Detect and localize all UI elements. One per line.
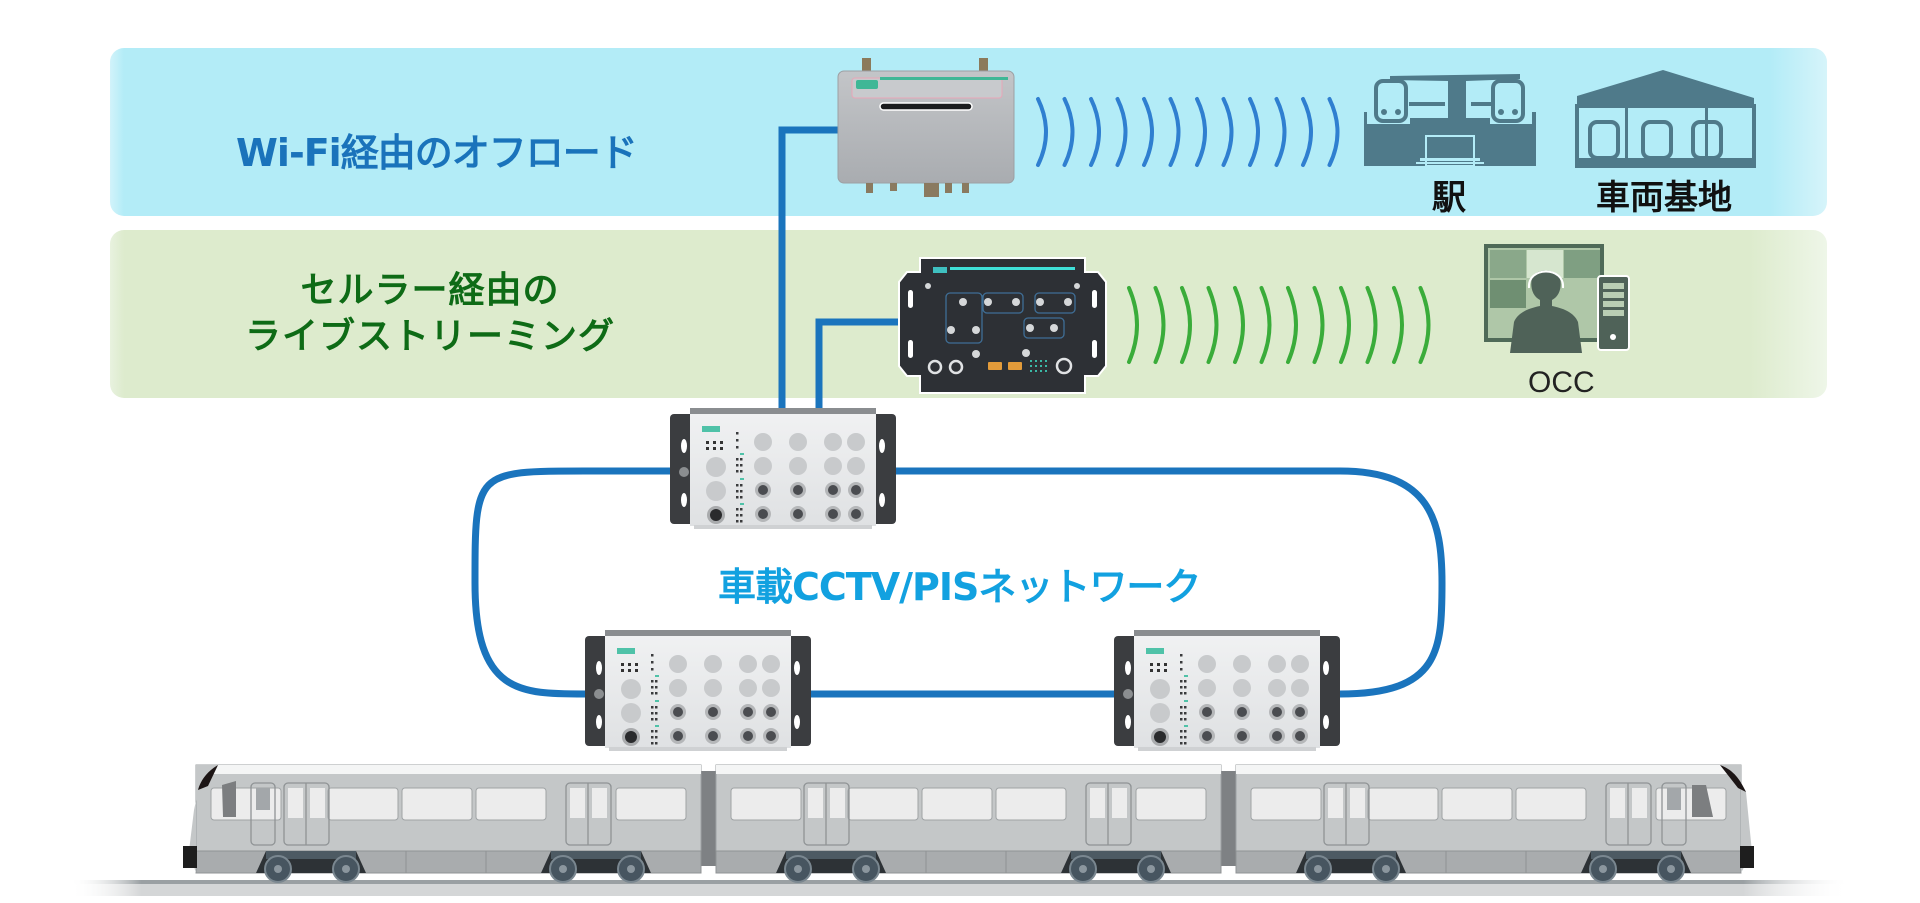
signal-arc <box>1274 97 1287 167</box>
signal-arc <box>1168 97 1181 167</box>
signal-arc <box>1127 286 1139 364</box>
signal-arc <box>1089 97 1101 167</box>
train-car-2 <box>715 764 1222 883</box>
signal-arc <box>1286 286 1298 364</box>
train-depot-icon <box>1575 70 1756 168</box>
cellular-gateway <box>898 257 1107 394</box>
rail-bed <box>70 884 1850 896</box>
signal-arc <box>1312 286 1325 364</box>
occ-label: OCC <box>1528 366 1595 399</box>
onboard-network-label: 車載CCTV/PISネットワーク <box>718 565 1201 609</box>
signal-arc <box>1206 286 1219 364</box>
ethernet-switch-bottom-left <box>585 630 811 751</box>
signal-arc <box>1115 97 1128 167</box>
ethernet-switch-bottom-right <box>1114 630 1340 751</box>
signal-arc <box>1195 97 1207 167</box>
signal-arc <box>1259 286 1272 364</box>
signal-arc <box>1062 97 1075 167</box>
signal-arc <box>1180 286 1192 364</box>
signal-arc <box>1153 286 1166 364</box>
signal-arc <box>1221 97 1234 167</box>
wifi-offload-label: Wi-Fi経由のオフロード <box>236 131 638 175</box>
train-station-icon <box>1364 74 1536 167</box>
cellular-streaming-label-line2: ライブストリーミング <box>244 316 615 357</box>
wifi-signal-icon <box>1036 97 1340 167</box>
signal-arc <box>1365 286 1378 364</box>
operator-control-center-icon <box>1484 244 1630 353</box>
station-label: 駅 <box>1432 178 1466 218</box>
signal-arc <box>1036 97 1048 167</box>
signal-arc <box>1327 97 1340 167</box>
signal-arc <box>1233 286 1245 364</box>
cellular-streaming-label-line1: セルラー経由の <box>300 270 560 311</box>
cellular-signal-icon <box>1127 286 1431 364</box>
signal-arc <box>1301 97 1313 167</box>
wireless-access-point <box>837 58 1015 197</box>
signal-arc <box>1248 97 1260 167</box>
train <box>183 764 1754 883</box>
rail-track <box>70 880 1850 884</box>
signal-arc <box>1339 286 1351 364</box>
cellular-streaming-label: セルラー経由の ライブストリーミング <box>220 268 640 360</box>
uplink-cables <box>778 126 900 410</box>
ring-cable <box>471 467 1446 698</box>
signal-arc <box>1418 286 1431 364</box>
signal-arc <box>1392 286 1404 364</box>
depot-label: 車両基地 <box>1596 178 1732 218</box>
signal-arc <box>1142 97 1154 167</box>
ethernet-switch-top <box>670 408 896 529</box>
